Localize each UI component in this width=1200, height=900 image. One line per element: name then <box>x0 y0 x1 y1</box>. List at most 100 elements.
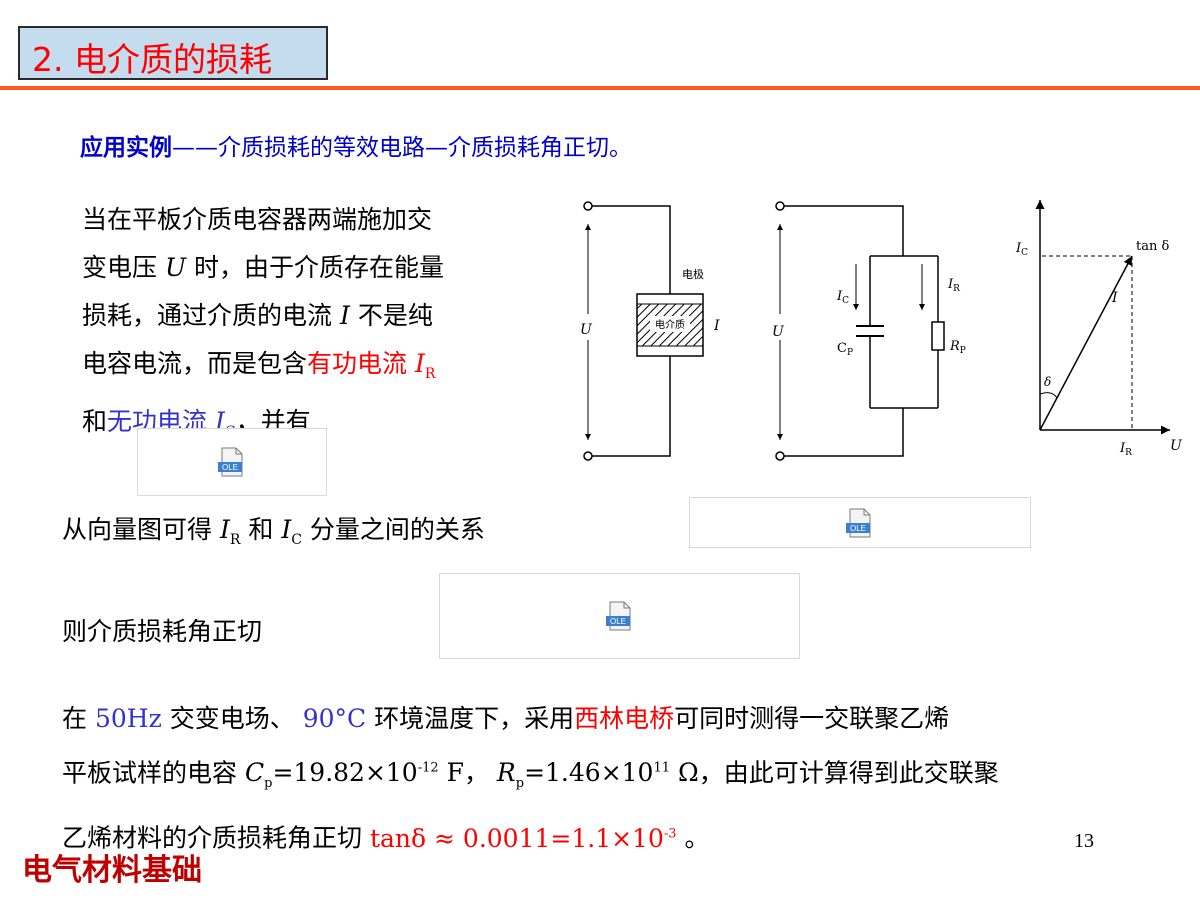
footer-course-title: 电气材料基础 <box>22 853 202 888</box>
ole-label: OLE <box>850 524 866 533</box>
voltage-label: U <box>772 324 785 340</box>
ole-object-2[interactable]: OLE <box>689 497 1031 548</box>
equivalent-circuit-diagram: 电介质 电极 U I U IC IR CP RP <box>580 200 1183 461</box>
text: ， <box>463 758 489 788</box>
example-line-3: 乙烯材料的介质损耗角正切 tanδ ≈ 0.0011=1.1×10-3 。 <box>62 809 999 863</box>
tan-delta-value: tanδ ≈ 0.0011=1.1×10-3 <box>370 824 677 853</box>
para-line-3: 损耗，通过介质的电流 I 不是纯 <box>82 292 542 340</box>
exponent: 11 <box>653 761 670 776</box>
dielectric-label-bg <box>650 316 690 332</box>
ole-label: OLE <box>609 617 625 626</box>
text: 和 <box>248 515 274 544</box>
page-title: 2. 电介质的损耗 <box>32 40 272 79</box>
parallel-rc-circuit: U IC IR CP RP <box>772 201 966 461</box>
symbol-u: U <box>164 253 187 282</box>
text: 电容电流，而是包含 <box>82 349 308 378</box>
subscript: C <box>1021 248 1028 258</box>
dielectric-capacitor-circuit: 电介质 电极 U I <box>580 201 720 461</box>
symbol: I <box>281 515 292 544</box>
schering-bridge-term: 西林电桥 <box>574 704 675 733</box>
cp-label: CP <box>837 341 853 358</box>
u-axis-label: U <box>1170 438 1183 454</box>
symbol: I <box>947 277 954 292</box>
subscript: P <box>847 348 853 358</box>
text: 可同时测得一交联聚乙烯 <box>674 704 950 733</box>
temperature-value: 90°C <box>302 704 367 733</box>
terminal <box>583 451 593 461</box>
ic-axis-label: IC <box>1015 241 1028 258</box>
example-line-2: 平板试样的电容 Cp=19.82×10-12 F， Rp=1.46×1011 Ω… <box>62 744 999 809</box>
ole-object-1[interactable]: OLE <box>137 428 327 496</box>
current-phasor <box>1039 255 1133 431</box>
electrode-label: 电极 <box>682 267 704 281</box>
symbol: C <box>244 758 265 788</box>
frequency-value: 50Hz <box>94 704 162 733</box>
subscript: p <box>515 776 525 792</box>
value: =1.46×10 <box>524 758 654 788</box>
text: 乙烯材料的介质损耗角正切 <box>62 823 363 853</box>
para-line-4: 电容电流，而是包含有功电流 IR <box>82 340 542 398</box>
exponent: -12 <box>417 761 439 776</box>
symbol: R <box>496 758 516 788</box>
text: 损耗，通过介质的电流 <box>82 301 333 330</box>
subtitle: 应用实例——介质损耗的等效电路—介质损耗角正切。 <box>80 128 632 162</box>
loss-tangent-line: 则介质损耗角正切 <box>62 617 263 646</box>
text: ，由此可计算得到此交联聚 <box>698 758 999 788</box>
ir-label: IR <box>947 277 960 294</box>
ir-axis-label: IR <box>1119 441 1132 458</box>
symbol: I <box>214 407 225 436</box>
symbol-ic: IC <box>281 515 302 548</box>
dielectric-label: 电介质 <box>655 318 685 331</box>
ic-label: IC <box>836 289 849 306</box>
resistance-value: Rp=1.46×1011 Ω <box>496 758 699 791</box>
value: tanδ ≈ 0.0011=1.1×10 <box>369 823 664 853</box>
voltage-label: U <box>580 322 593 338</box>
text: 。 <box>676 823 710 853</box>
value: =19.82×10 <box>272 758 418 788</box>
delta-label: δ <box>1044 375 1051 389</box>
para-line-2: 变电压 U 时，由于介质存在能量 <box>82 244 542 292</box>
subscript: R <box>1125 448 1132 458</box>
text: 平板试样的电容 <box>62 758 238 788</box>
active-current-term: 有功电流 <box>307 349 408 378</box>
text: 分量之间的关系 <box>309 515 485 544</box>
vector-relation-line: 从向量图可得 IR 和 IC 分量之间的关系 <box>62 510 485 548</box>
ole-icon: OLE <box>605 601 630 631</box>
example-line-1: 在 50Hz 交变电场、 90°C 环境温度下，采用西林电桥可同时测得一交联聚乙… <box>62 694 999 744</box>
resistor <box>931 321 945 351</box>
text: 环境温度下，采用 <box>374 704 575 733</box>
symbol-i: I <box>339 301 350 330</box>
subtitle-rest: ——介质损耗的等效电路—介质损耗角正切。 <box>172 135 632 161</box>
ole-icon: OLE <box>218 447 243 477</box>
subscript: p <box>264 776 273 792</box>
subtitle-bold: 应用实例 <box>80 135 172 161</box>
text: 交变电场、 <box>169 704 295 733</box>
ole-object-3[interactable]: OLE <box>439 573 800 659</box>
subscript: P <box>960 346 966 356</box>
title-box: 2. 电介质的损耗 <box>18 26 328 80</box>
capacitance-value: Cp=19.82×10-12 F <box>244 758 464 791</box>
ole-label: OLE <box>222 463 238 472</box>
symbol: I <box>1015 241 1022 256</box>
symbol: C <box>837 341 847 356</box>
intro-paragraph: 当在平板介质电容器两端施加交 变电压 U 时，由于介质存在能量 损耗，通过介质的… <box>82 196 542 456</box>
symbol: I <box>219 515 230 544</box>
text: 不是纯 <box>357 301 433 330</box>
exponent: -3 <box>663 826 677 842</box>
symbol-ir: IR <box>415 349 435 382</box>
current-label: I <box>713 318 720 334</box>
terminal <box>775 451 785 461</box>
text: 在 <box>62 704 88 733</box>
title-divider <box>0 86 1200 90</box>
subscript: R <box>424 366 436 382</box>
symbol-ir: IR <box>219 515 240 548</box>
text: 变电压 <box>82 253 158 282</box>
text: 和 <box>82 407 108 436</box>
para-line-1: 当在平板介质电容器两端施加交 <box>82 205 433 234</box>
subscript: R <box>229 532 241 548</box>
unit: F <box>438 758 464 788</box>
rp-label: RP <box>949 339 966 356</box>
text: 时，由于介质存在能量 <box>194 253 445 282</box>
subscript: R <box>953 284 960 294</box>
symbol: I <box>836 289 843 304</box>
